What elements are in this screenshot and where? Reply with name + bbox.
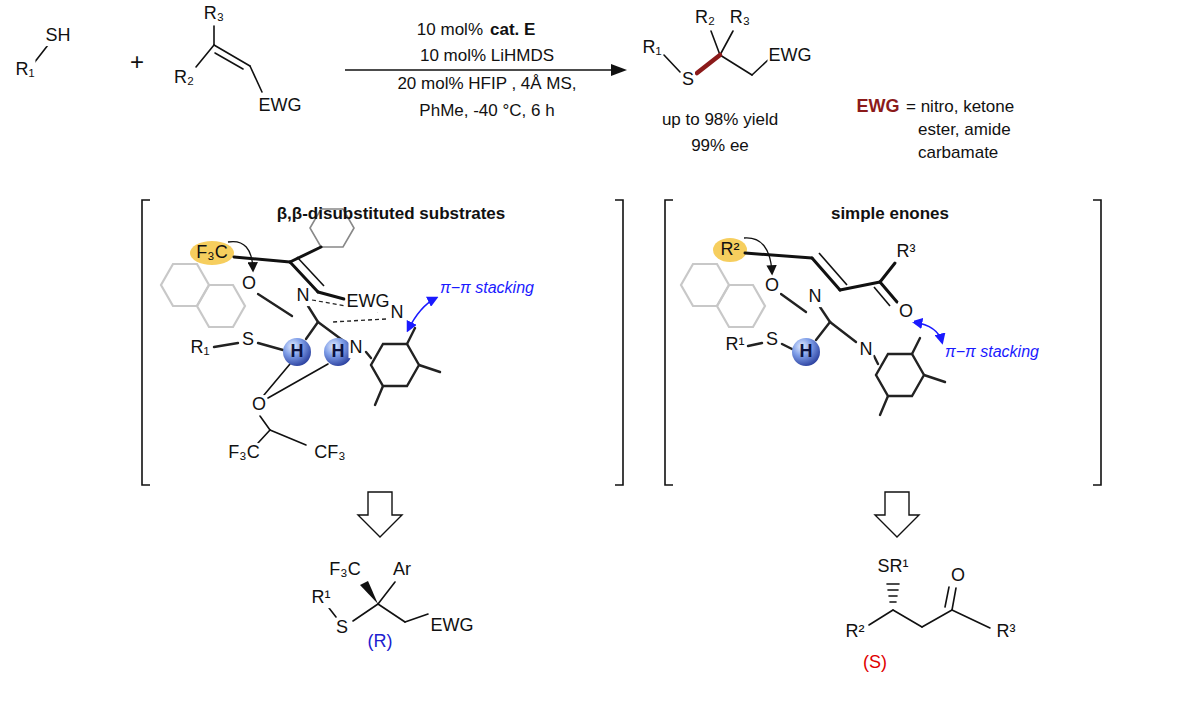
atom-label: H <box>290 342 305 362</box>
atom-label: Ar <box>392 560 412 580</box>
condition-text: PhMe, -40 °C, 6 h <box>418 102 555 121</box>
atom-label: R₁ <box>14 60 35 80</box>
stereo-descriptor: (S) <box>862 653 888 673</box>
atom-label: SR¹ <box>877 557 910 577</box>
atom-label: R₃ <box>203 4 225 24</box>
atom-label: R¹ <box>725 335 746 355</box>
atom-label: F₃C <box>227 443 260 463</box>
atom-label: N <box>808 287 823 307</box>
condition-text: 10 mol% LiHMDS <box>419 47 555 66</box>
atom-label: R₂ <box>694 8 716 28</box>
condition-text: 10 mol% <box>416 21 484 40</box>
atom-label: N <box>859 340 874 360</box>
atom-label: R₁ <box>641 38 662 58</box>
transition-state-panel: β,β-disubstituted substrates <box>150 198 632 488</box>
atom-label: O <box>251 395 267 415</box>
atom-label: S <box>241 330 255 350</box>
panel-heading: simple enones <box>670 198 1110 224</box>
atom-label: EWG <box>258 96 303 116</box>
atom-label: N <box>390 303 405 323</box>
atom-label: F₃C <box>328 560 361 580</box>
atom-label: EWG <box>430 616 475 636</box>
condition-text: up to 98% yield <box>661 111 779 130</box>
group-label: EWG <box>856 97 901 117</box>
atom-label: N <box>349 338 364 358</box>
atom-label: O <box>241 274 257 294</box>
atom-label: R₂ <box>173 68 195 88</box>
interaction-label: π−π stacking <box>439 279 535 297</box>
atom-label: R¹ <box>311 588 332 608</box>
atom-label: EWG <box>346 292 391 312</box>
atom-label: CF₃ <box>313 443 346 463</box>
atom-label: S <box>765 330 779 350</box>
atom-label: N <box>296 286 311 306</box>
interaction-label: π−π stacking <box>944 343 1040 361</box>
atom-label: H <box>799 342 814 362</box>
atom-label: H <box>331 342 346 362</box>
atom-label: R² <box>720 240 741 260</box>
group-definition: = nitro, ketone ester, amide carbamate <box>906 96 1051 165</box>
atom-label: O <box>764 276 780 296</box>
atom-label: SH <box>44 26 71 46</box>
atom-label: R³ <box>996 622 1017 642</box>
condition-text: 20 mol% HFIP , 4Å MS, <box>396 75 577 94</box>
atom-label: R₁ <box>189 338 210 358</box>
atom-label: R³ <box>896 242 917 262</box>
atom-label: S <box>335 618 349 638</box>
atom-label: EWG <box>768 46 813 66</box>
condition-text: cat. E <box>489 21 536 40</box>
panel-heading: β,β-disubstituted substrates <box>150 198 632 224</box>
atom-label: F₃C <box>195 243 228 263</box>
plus-sign: + <box>129 49 145 75</box>
stereo-descriptor: (R) <box>367 632 394 652</box>
atom-label: S <box>681 70 695 90</box>
atom-label: R₃ <box>729 8 751 28</box>
condition-text: 99% ee <box>690 137 750 156</box>
atom-label: O <box>898 302 914 322</box>
atom-label: R² <box>845 622 866 642</box>
atom-label: O <box>950 566 966 586</box>
